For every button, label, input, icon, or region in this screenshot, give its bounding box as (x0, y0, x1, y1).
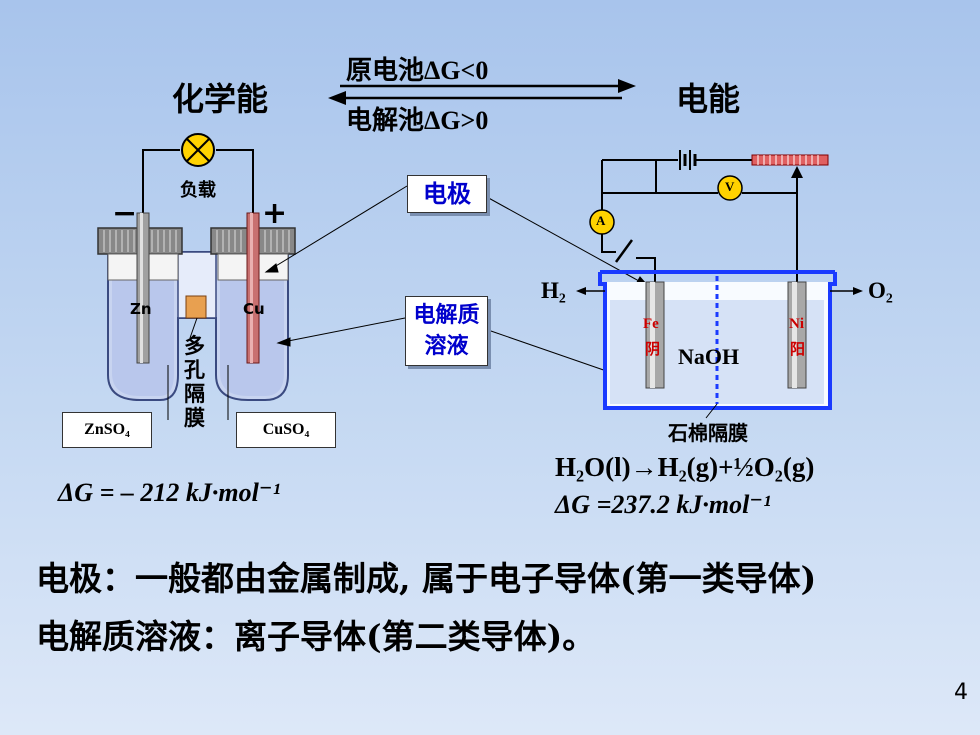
znso4-label: ZnSO₄ (62, 412, 152, 448)
load-label: 负载 (180, 180, 216, 201)
electrolytic-cell (576, 150, 863, 419)
electrode-callout: 电极 (407, 175, 487, 213)
h2-label: H₂ (541, 278, 566, 303)
membrane-label: 多 孔 隔 膜 (184, 333, 205, 430)
electric-energy-label: 电能 (676, 80, 741, 118)
minus-terminal: − (112, 196, 138, 231)
voltmeter-label: V (725, 179, 735, 194)
zn-label: Zn (130, 300, 152, 318)
voltmeter-icon (717, 175, 743, 201)
forward-arrow (340, 79, 636, 93)
asbestos-membrane-label: 石棉隔膜 (668, 421, 748, 445)
electrolytic-cell-arrow-label: 电解池ΔG>0 (346, 106, 489, 135)
cu-label: Cu (243, 300, 265, 318)
switch-icon (614, 239, 634, 263)
cathode-label: 阴 (645, 340, 661, 358)
chemical-energy-label: 化学能 (172, 80, 269, 118)
electrolytic-delta-g: ΔG =237.2 kJ·mol⁻¹ (555, 490, 771, 519)
electrolysis-reaction: H₂O(l)→H₂(g)+½O₂(g) (555, 452, 815, 482)
backward-arrow (328, 91, 622, 105)
body-line-electrode: 电极：一般都由金属制成, 属于电子导体(第一类导体) (36, 559, 817, 598)
porous-membrane-icon (185, 295, 207, 319)
fe-label: Fe (643, 316, 659, 332)
ni-label: Ni (789, 316, 804, 332)
plus-terminal: + (262, 196, 288, 231)
galvanic-cell-arrow-label: 原电池ΔG<0 (346, 56, 489, 85)
cuso4-label: CuSO₄ (236, 412, 336, 448)
body-line-electrolyte: 电解质溶液：离子导体(第二类导体)。 (36, 617, 596, 656)
page-number: 4 (954, 680, 968, 705)
galvanic-delta-g: ΔG = – 212 kJ·mol⁻¹ (58, 478, 281, 507)
electrolyte-callout: 电解质 溶液 (405, 296, 488, 366)
anode-label: 阳 (790, 340, 806, 358)
o2-label: O₂ (868, 278, 893, 303)
galvanic-cell (97, 133, 296, 420)
naoh-label: NaOH (678, 344, 740, 369)
ammeter-label: A (596, 213, 606, 228)
rheostat-icon (751, 154, 829, 166)
